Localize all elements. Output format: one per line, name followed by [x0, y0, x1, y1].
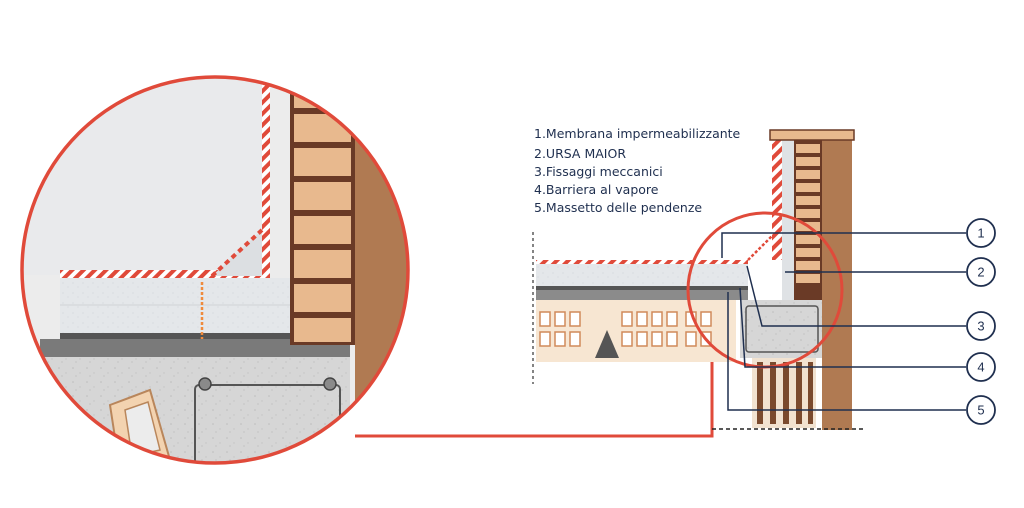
legend-item-4: 4.Barriera al vapore: [534, 182, 659, 197]
legend-item-5: 5.Massetto delle pendenze: [534, 200, 702, 215]
callout-4: 4: [966, 352, 996, 382]
numbered-circle-icon: [966, 395, 996, 425]
callout-5-label: 5: [977, 403, 984, 418]
numbered-circle-icon: [966, 257, 996, 287]
section-drawing: [532, 129, 864, 430]
callout-1-label: 1: [977, 226, 984, 241]
legend-item-1: 1.Membrana impermeabilizzante: [534, 126, 741, 141]
callout-4-label: 4: [977, 360, 984, 375]
callout-leaders: [721, 232, 966, 411]
detail-circle-outline: [20, 75, 410, 465]
numbered-circle-icon: [966, 352, 996, 382]
legend-item-3: 3.Fissaggi meccanici: [534, 164, 663, 179]
outer-wall: [355, 77, 408, 463]
vapor-barrier: [60, 333, 292, 339]
callout-5: 5: [966, 395, 996, 425]
numbered-circle-icon: [966, 218, 996, 248]
leader-4: [739, 287, 966, 368]
numbered-circle-icon: [966, 311, 996, 341]
leader-5: [727, 292, 966, 411]
callout-1: 1: [966, 218, 996, 248]
legend-item-2: 2.URSA MAIOR: [534, 146, 626, 161]
callout-markers: 1 2 3 4 5: [966, 218, 996, 425]
connector-line: [355, 362, 714, 438]
legend: 1.Membrana impermeabilizzante 2.URSA MAI…: [534, 126, 741, 215]
leader-3: [746, 265, 966, 327]
leader-1: [721, 232, 966, 258]
callout-2: 2: [966, 257, 996, 287]
callout-3-label: 3: [977, 319, 984, 334]
callout-2-label: 2: [977, 265, 984, 280]
callout-3: 3: [966, 311, 996, 341]
